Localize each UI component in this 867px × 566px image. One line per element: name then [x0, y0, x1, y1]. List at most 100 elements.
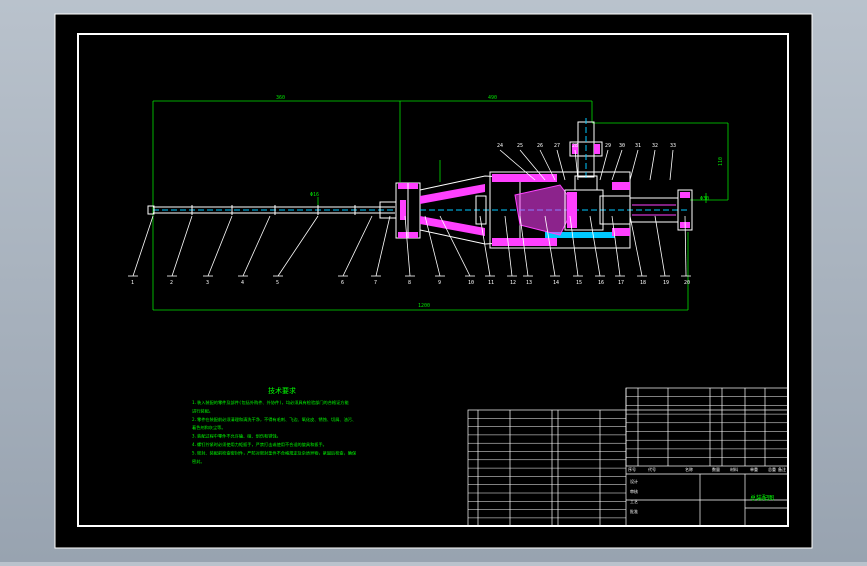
dim-mid-height: 110	[718, 157, 724, 166]
sheet-inner-frame	[77, 33, 789, 527]
signature-label: 工艺	[630, 499, 638, 504]
part-number: 9	[438, 280, 441, 286]
drawing-sheet	[55, 14, 812, 548]
notes-title: 技术要求	[268, 386, 296, 395]
part-number: 3	[206, 280, 209, 286]
note-line: 3.装配过程中零件不允许磕、碰、划伤和锈蚀。	[192, 433, 281, 440]
leader-line	[504, 215, 513, 277]
part-number: 14	[553, 280, 559, 286]
leader-line	[589, 215, 601, 277]
part-number: 26	[537, 143, 543, 149]
part-number: 2	[170, 280, 173, 286]
note-line: 着色剂和灰尘等。	[192, 424, 226, 431]
leader-line	[669, 149, 674, 181]
note-line: 2.零件在装配前必须清理和清洗干净，不得有毛刺、飞边、氧化皮、锈蚀、切屑、油污、	[192, 416, 356, 423]
leader-line	[375, 215, 391, 277]
part-number: 20	[684, 280, 690, 286]
dim-shaft-length: 360	[276, 95, 285, 101]
leader-line	[629, 149, 639, 181]
leader-line	[207, 215, 233, 277]
part-number: 11	[488, 280, 494, 286]
part-number: 15	[576, 280, 582, 286]
leader-line	[132, 215, 154, 277]
signature-label: 批准	[630, 508, 638, 514]
leader-line	[574, 149, 579, 181]
note-line: 4.螺钉拧紧时必须使用力矩扳手，严禁打击或使用不合适的旋具和扳手。	[192, 441, 327, 448]
table-header-cell: 单重	[750, 466, 758, 472]
part-number: 33	[670, 143, 676, 149]
part-number: 10	[468, 280, 474, 286]
part-number: 18	[640, 280, 646, 286]
leader-line	[569, 215, 579, 277]
sheet-outer-border	[54, 13, 813, 549]
part-number: 19	[663, 280, 669, 286]
part-number: 1	[131, 280, 134, 286]
part-number: 32	[652, 143, 658, 149]
part-number: 27	[554, 143, 560, 149]
title-block-rows	[468, 396, 788, 519]
leader-line	[404, 215, 411, 277]
part-number: 28	[572, 143, 578, 149]
part-number: 5	[276, 280, 279, 286]
drawing-name: 总装配图	[750, 494, 774, 502]
part-number: 16	[598, 280, 604, 286]
part-number: 25	[517, 143, 523, 149]
leader-line	[424, 215, 441, 277]
leader-line	[519, 149, 546, 181]
leader-line	[499, 149, 536, 181]
leader-line	[599, 149, 609, 181]
note-line: 密封。	[192, 458, 205, 465]
part-number: 8	[408, 280, 411, 286]
table-header-cell: 代号	[648, 466, 656, 472]
dim-right-length: 490	[488, 95, 497, 101]
part-number: 12	[510, 280, 516, 286]
title-block-header: 序号 代号 名称 数量 材料 单重 总重备注	[628, 466, 786, 472]
leader-line	[439, 215, 471, 277]
leader-line	[539, 149, 556, 181]
part-number: 31	[635, 143, 641, 149]
leader-line	[611, 149, 623, 181]
note-line: 5.密封、装配前检查密封件，严防对密封垫件不合格规定及杂质异物，紧固后检查，确保	[192, 449, 357, 456]
leader-line	[649, 149, 656, 181]
signature-label: 设计	[630, 478, 638, 484]
leader-line	[684, 215, 687, 277]
dimension-lines	[152, 100, 729, 311]
part-number: 17	[618, 280, 624, 286]
dim-shaft-diameter: Φ16	[310, 192, 319, 198]
leader-line	[544, 215, 556, 277]
dim-overall-length: 1200	[418, 303, 430, 309]
drive-shaft	[147, 201, 397, 219]
leader-line	[171, 215, 193, 277]
leader-lines	[128, 149, 691, 277]
leader-line	[342, 215, 373, 277]
leader-line	[479, 215, 491, 277]
leader-line	[277, 215, 319, 277]
part-number: 13	[526, 280, 532, 286]
leader-line	[611, 215, 621, 277]
leader-line	[654, 215, 666, 277]
table-header-cell: 备注	[778, 466, 786, 472]
table-header-cell: 数量	[712, 466, 720, 472]
notes-lines: 1.装入装配的零件及部件(包括外购件、外协件)，均必须具有检验部门的合格证方能 …	[192, 399, 357, 465]
leader-line	[519, 215, 529, 277]
leader-line	[242, 215, 271, 277]
part-number: 7	[374, 280, 377, 286]
table-header-cell: 序号	[628, 466, 636, 472]
table-header-cell: 名称	[685, 466, 693, 472]
leader-line	[556, 149, 566, 181]
dim-right-diameter: Φ30	[700, 196, 709, 202]
vertical-inlet	[569, 118, 603, 191]
signature-label: 审核	[630, 488, 638, 494]
table-header-cell: 材料	[730, 466, 738, 472]
part-number: 30	[619, 143, 625, 149]
note-line: 进行装配。	[192, 407, 213, 414]
part-number: 24	[497, 143, 503, 149]
table-header-cell: 总重	[768, 466, 776, 472]
part-number: 29	[605, 143, 611, 149]
part-number: 6	[341, 280, 344, 286]
note-line: 1.装入装配的零件及部件(包括外购件、外协件)，均必须具有检验部门的合格证方能	[192, 399, 349, 406]
